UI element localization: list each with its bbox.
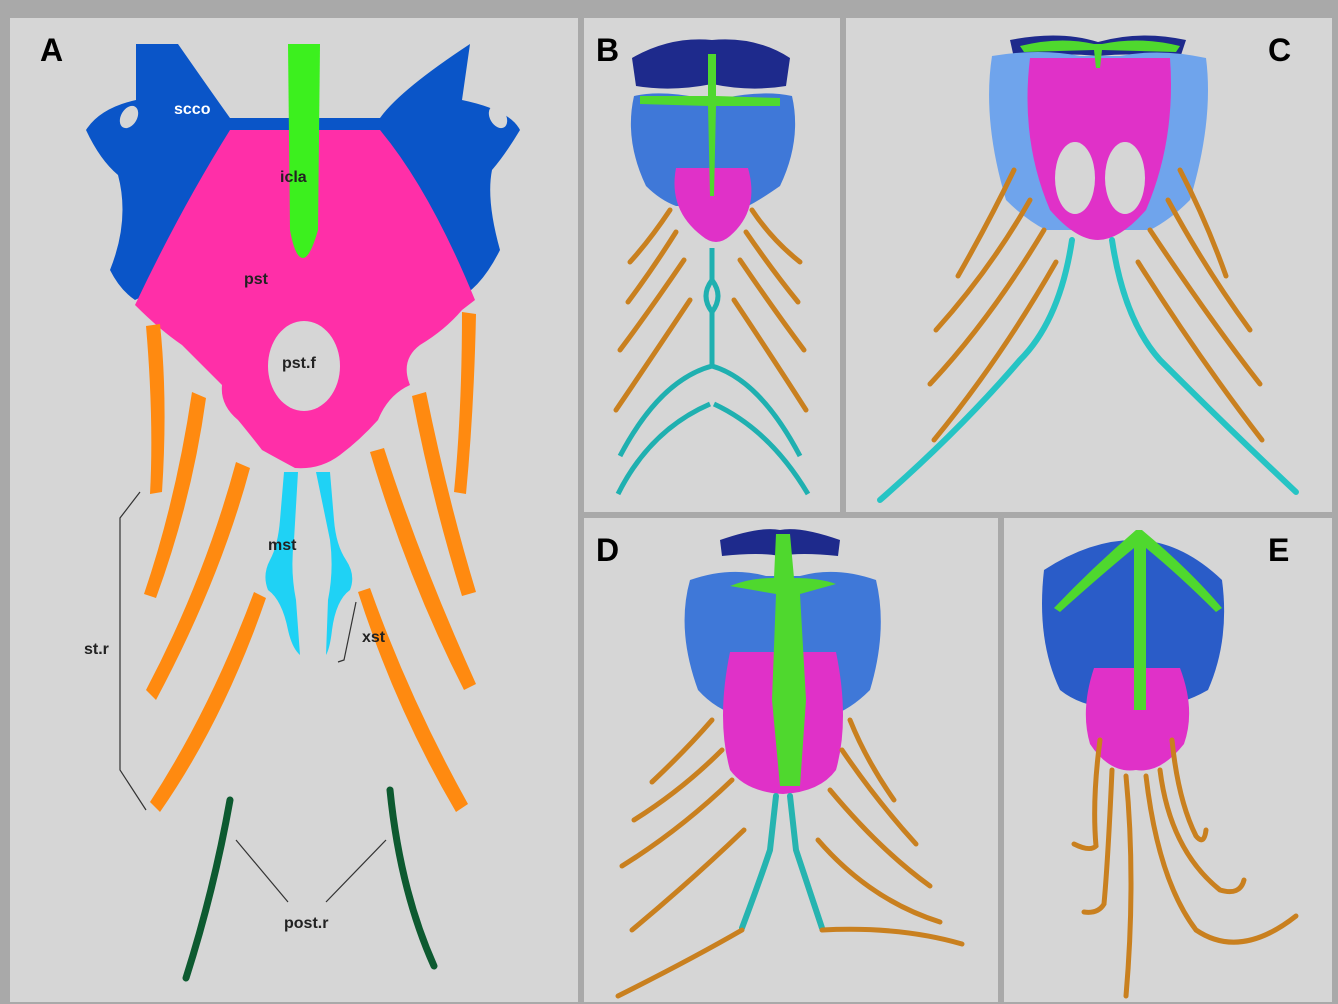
interclavicle-shape: [288, 44, 320, 258]
panel-letter-b: B: [596, 32, 619, 69]
label-pst-f: pst.f: [282, 355, 316, 372]
panel-c-specimen: [880, 35, 1296, 500]
panel-letter-c: C: [1268, 32, 1291, 69]
label-scco: scco: [174, 101, 211, 118]
panel-d-specimen: [618, 529, 962, 996]
panel-a-diagram: scco icla pst pst.f mst xst st.r post.r: [84, 44, 520, 978]
post-xiphisternal-rib-right: [390, 790, 434, 966]
label-pst: pst: [244, 271, 269, 288]
sternal-rib: [454, 312, 476, 494]
post-xiphisternal-rib-left: [186, 800, 230, 978]
prosternal-fenestra-right: [1105, 142, 1145, 214]
mesosternum-left: [265, 472, 300, 655]
prosternal-fenestra-left: [1055, 142, 1095, 214]
panel-letter-a: A: [40, 32, 63, 69]
label-mst: mst: [268, 537, 297, 554]
mesosternum-right: [316, 472, 352, 655]
sternal-ribs: [1074, 740, 1296, 996]
panel-letter-e: E: [1268, 532, 1289, 569]
label-icla: icla: [280, 169, 307, 186]
label-xst: xst: [362, 629, 386, 646]
label-st-r: st.r: [84, 641, 109, 658]
label-post-r: post.r: [284, 915, 328, 932]
sternal-rib: [146, 324, 165, 494]
panel-e-specimen: [1042, 530, 1296, 996]
sternal-rib: [358, 588, 468, 812]
sternal-rib: [150, 592, 266, 812]
panel-b-specimen: [616, 39, 808, 494]
panel-letter-d: D: [596, 532, 619, 569]
mesosternum-xiphisternum: [742, 796, 822, 928]
